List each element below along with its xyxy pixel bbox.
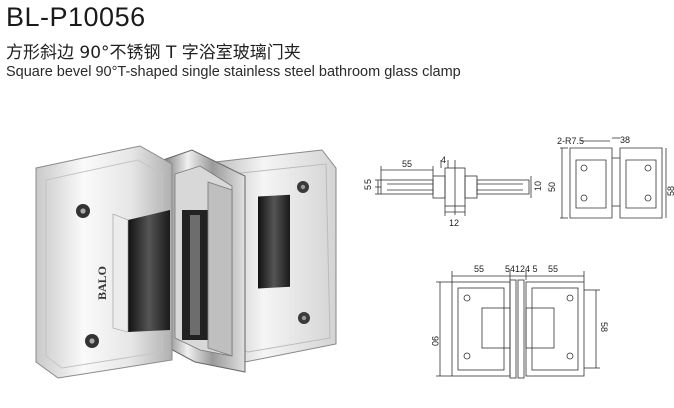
dim-label: 38 xyxy=(620,135,630,145)
dim-label: 4 xyxy=(441,155,446,165)
dim-label: 5 xyxy=(363,179,373,184)
dim-label: 54124 5 xyxy=(505,264,538,274)
dim-label: 55 xyxy=(474,264,484,274)
dim-label: 50 xyxy=(547,182,557,192)
end-view-drawing xyxy=(560,137,667,219)
side-view-drawing xyxy=(375,160,532,216)
dim-label: 55 xyxy=(548,264,558,274)
product-title-en: Square bevel 90°T-shaped single stainles… xyxy=(6,64,461,80)
product-photo: BALO xyxy=(35,145,337,379)
dim-label: 12 xyxy=(449,218,459,228)
dim-label: 58 xyxy=(666,186,674,196)
front-view-drawing xyxy=(436,271,600,379)
dim-label: 2-R7.5 xyxy=(557,136,584,146)
dim-label: 55 xyxy=(402,159,412,169)
dim-label: 90 xyxy=(430,336,440,346)
dim-label: 58 xyxy=(599,322,609,332)
model-number: BL-P10056 xyxy=(6,2,146,32)
dim-label: 5 xyxy=(363,185,373,190)
brand-logo: BALO xyxy=(95,266,109,300)
product-title-cn: 方形斜边 90°不锈钢 T 字浴室玻璃门夹 xyxy=(6,43,301,63)
dim-label: 10 xyxy=(533,181,543,191)
